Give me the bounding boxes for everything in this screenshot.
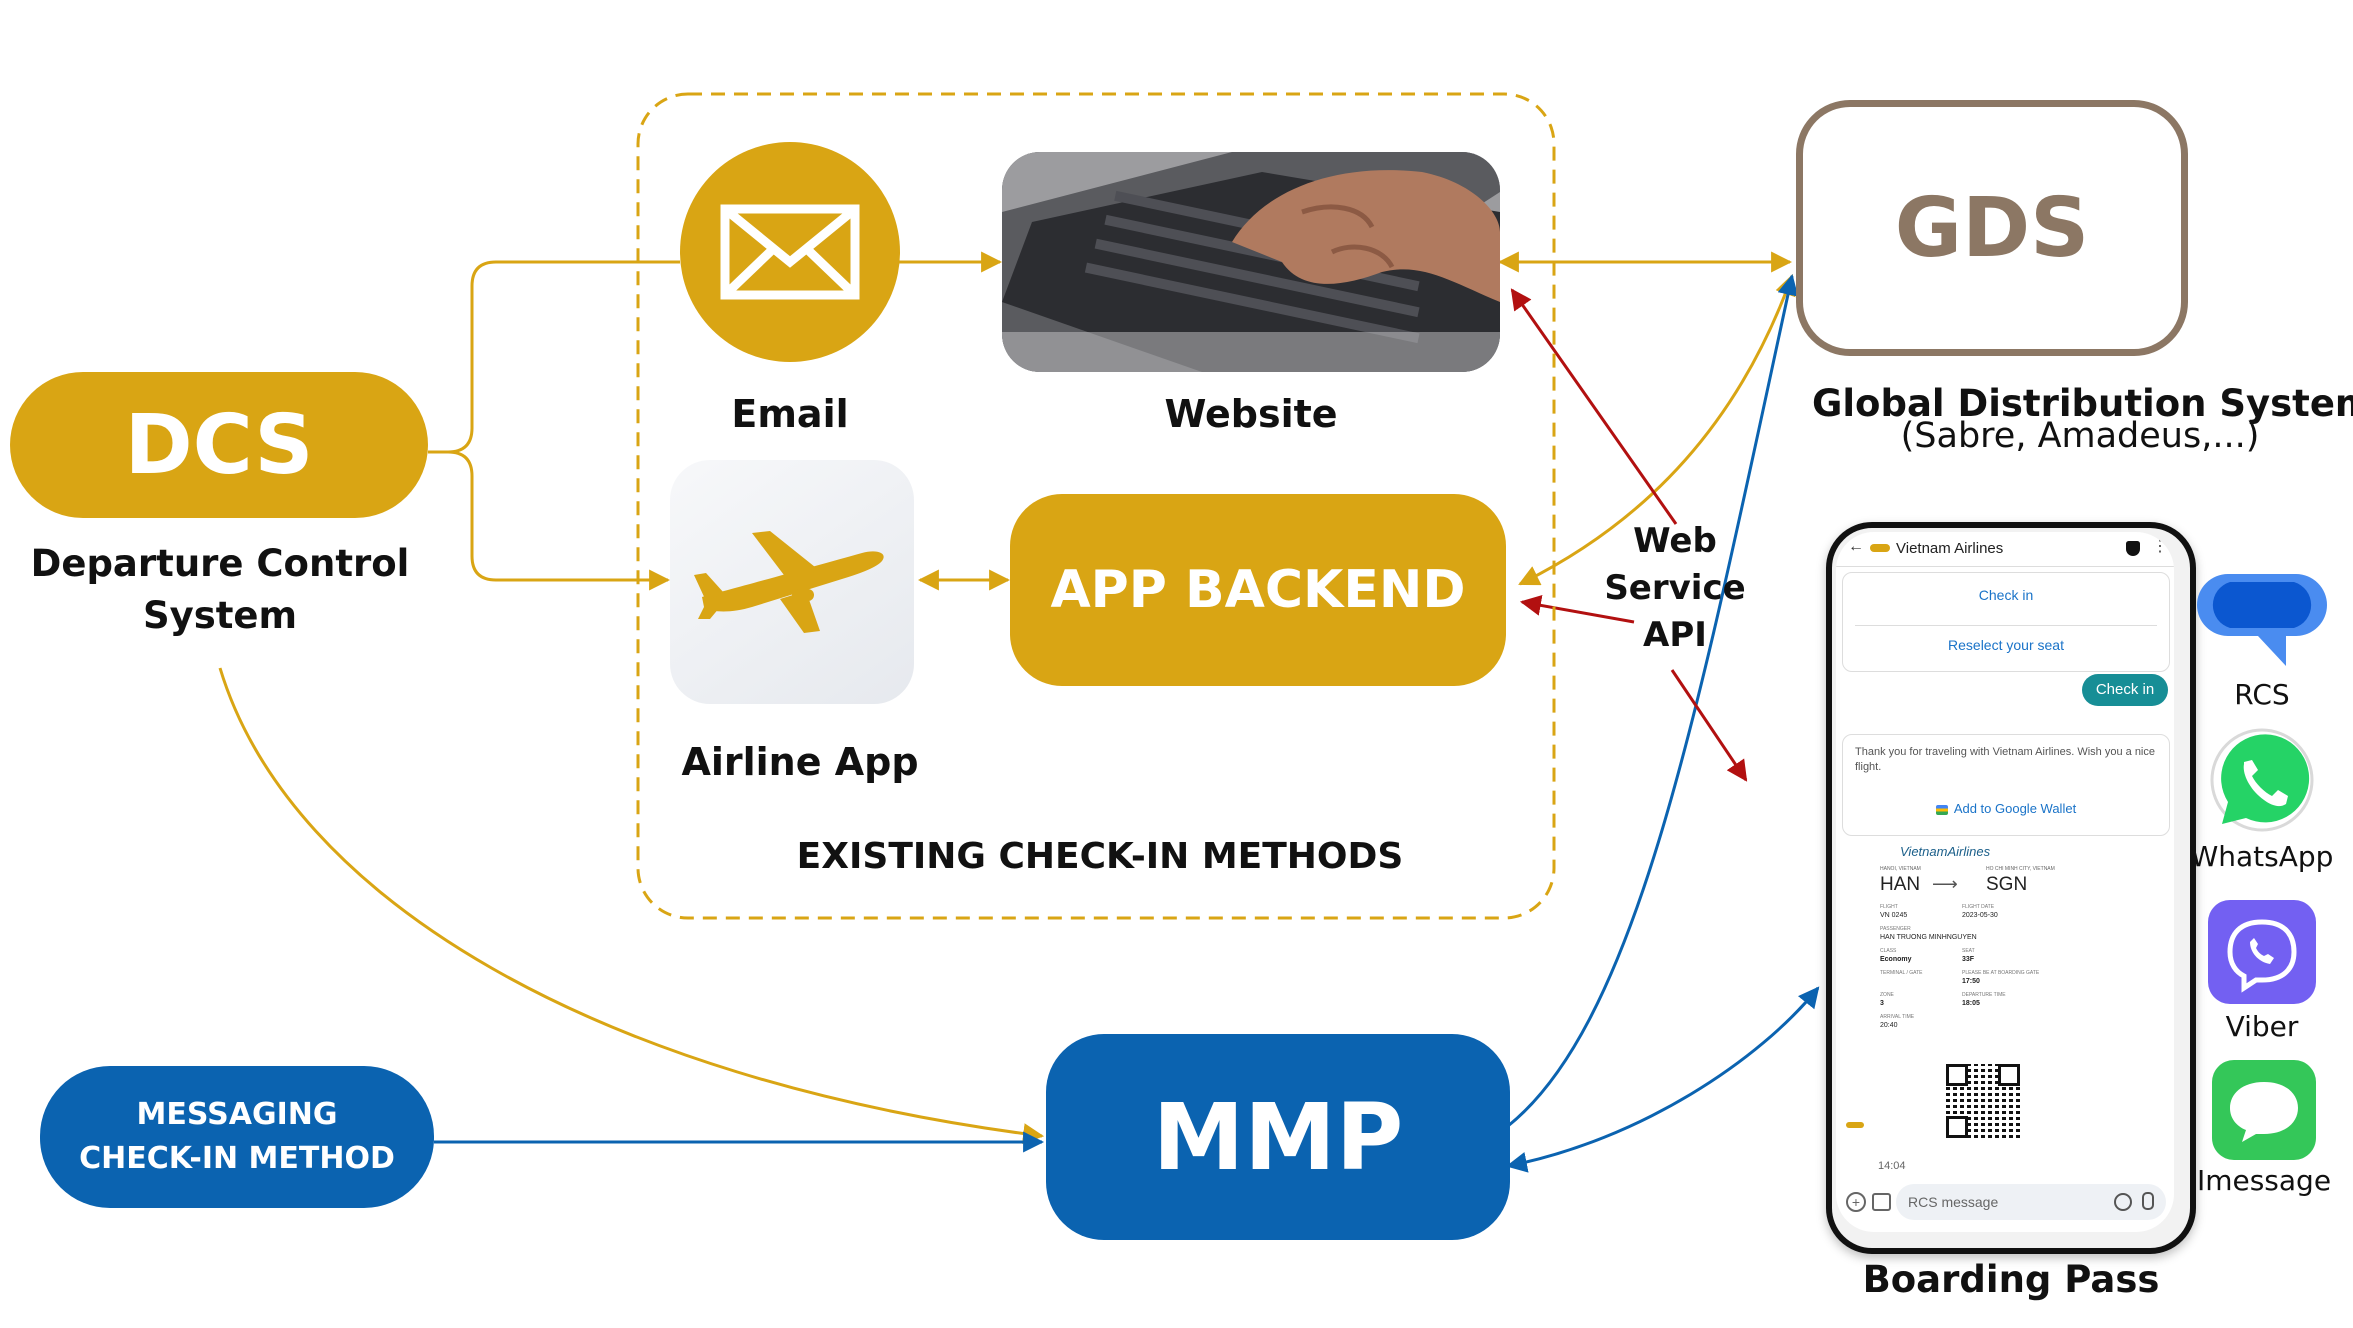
pass-from-code: HAN — [1880, 874, 1921, 895]
pass-class-label: CLASS — [1880, 948, 1897, 954]
dcs-branch-lines — [218, 251, 1796, 1145]
boarding-pass-label: Boarding Pass — [1862, 1258, 2160, 1301]
pass-arrow-icon: ⟶ — [1932, 874, 1958, 894]
airline-app-label: Airline App — [681, 740, 919, 784]
channel-rcs: RCS — [2196, 566, 2328, 716]
pass-to-code: SGN — [1986, 874, 2028, 895]
pass-arrival: 20:40 — [1880, 1022, 1898, 1029]
imessage-icon — [2212, 1060, 2316, 1160]
verified-shield-icon — [2126, 541, 2140, 556]
channel-whatsapp-label: WhatsApp — [2190, 840, 2334, 873]
whatsapp-icon — [2210, 728, 2314, 832]
check-in-bubble: Check in — [2082, 674, 2168, 706]
pass-to-label: HO CHI MINH CITY, VIETNAM — [1986, 866, 2055, 872]
rcs-icon — [2197, 574, 2327, 666]
airline-logo-icon — [1870, 544, 1890, 552]
pass-terminal-label: TERMINAL / GATE — [1880, 970, 1923, 976]
emoji-icon[interactable] — [2114, 1193, 2132, 1211]
pass-flight-label: FLIGHT — [1880, 904, 1898, 910]
mmp-label: MMP — [1152, 1083, 1404, 1191]
add-to-wallet-button[interactable]: Add to Google Wallet — [1843, 801, 2169, 816]
pass-boarding-label: PLEASE BE AT BOARDING GATE — [1962, 970, 2040, 976]
pass-seat: 33F — [1962, 956, 1975, 963]
option-check-in[interactable]: Check in — [1978, 587, 2034, 603]
pass-flight: VN 0245 — [1880, 912, 1908, 919]
pass-from-label: HANOI, VIETNAM — [1880, 866, 1921, 872]
chat-sender-logo-icon — [1846, 1122, 1864, 1128]
web-service-api-label: Web Service API — [1604, 521, 1746, 655]
thanks-text: Thank you for traveling with Vietnam Air… — [1855, 746, 2155, 773]
suggestion-card: Check in Reselect your seat — [1842, 572, 2170, 672]
phone-screen: ← Vietnam Airlines ⋮ Check in Reselect y… — [1836, 532, 2174, 1232]
website-label: Website — [1164, 392, 1338, 436]
gds-node: GDS — [1796, 100, 2188, 356]
pass-brand: VietnamAirlines — [1900, 844, 1991, 859]
dcs-subtitle: Departure Control System — [30, 542, 410, 637]
website-photo — [1002, 152, 1500, 372]
messaging-lines — [434, 273, 1820, 1173]
gds-title: GDS — [1894, 180, 2090, 276]
pass-departure-label: DEPARTURE TIME — [1962, 992, 2006, 998]
pass-departure: 18:05 — [1962, 1000, 1980, 1007]
message-time: 14:04 — [1878, 1160, 1906, 1172]
pass-zone-label: ZONE — [1880, 992, 1894, 998]
chat-header: ← Vietnam Airlines ⋮ — [1836, 532, 2174, 567]
microphone-icon[interactable] — [2142, 1192, 2154, 1210]
pass-boarding: 17:50 — [1962, 978, 1980, 985]
pass-class: Economy — [1880, 956, 1912, 963]
pass-arrival-label: ARRIVAL TIME — [1880, 1014, 1915, 1020]
airplane-icon — [694, 531, 884, 633]
message-input[interactable]: RCS message — [1896, 1184, 2166, 1220]
dcs-title: DCS — [124, 397, 314, 493]
boarding-pass-card: VietnamAirlines HANOI, VIETNAM HO CHI MI… — [1876, 838, 2116, 1154]
chat-title: Vietnam Airlines — [1896, 540, 2004, 557]
dcs-node: DCS — [10, 372, 428, 518]
gds-subtitle-providers: (Sabre, Amadeus,...) — [1900, 416, 2260, 456]
thanks-card: Thank you for traveling with Vietnam Air… — [1842, 734, 2170, 836]
messaging-checkin-node: MESSAGING CHECK-IN METHOD — [40, 1066, 434, 1208]
channel-rcs-label: RCS — [2234, 678, 2290, 711]
channel-viber-label: Viber — [2225, 1010, 2299, 1043]
back-arrow-icon[interactable]: ← — [1848, 538, 1864, 555]
gds-subtitle: Global Distribution System — [1812, 382, 2353, 425]
more-options-icon[interactable]: ⋮ — [2152, 538, 2168, 555]
wallet-icon — [1935, 804, 1948, 815]
channel-imessage: Imessage — [2196, 1058, 2332, 1218]
api-arrows — [1510, 288, 1748, 782]
existing-methods-label: EXISTING CHECK-IN METHODS — [796, 836, 1404, 877]
mmp-node: MMP — [1046, 1034, 1510, 1240]
app-backend-node: APP BACKEND — [1010, 494, 1506, 686]
message-input-placeholder: RCS message — [1908, 1194, 1999, 1210]
channel-viber: Viber — [2200, 898, 2324, 1048]
qr-corner-marks — [1946, 1064, 2020, 1138]
pass-date-label: FLIGHT DATE — [1962, 904, 1995, 910]
gallery-icon[interactable] — [1872, 1193, 1891, 1211]
pass-seat-label: SEAT — [1962, 948, 1975, 954]
channel-whatsapp: WhatsApp — [2191, 724, 2333, 884]
phone-mockup: ← Vietnam Airlines ⋮ Check in Reselect y… — [1826, 522, 2196, 1254]
option-reselect-seat[interactable]: Reselect your seat — [1948, 637, 2064, 653]
airline-app-node — [670, 460, 914, 704]
app-backend-label: APP BACKEND — [1050, 560, 1466, 620]
email-label: Email — [731, 392, 849, 436]
existing-methods-box — [636, 92, 1556, 920]
pass-zone: 3 — [1880, 1000, 1884, 1007]
option-divider — [1855, 625, 2157, 626]
channel-imessage-label: Imessage — [2196, 1164, 2332, 1197]
envelope-icon — [720, 204, 860, 300]
pass-passenger: HAN TRUONG MINHNGUYEN — [1880, 934, 1977, 941]
email-node — [680, 142, 900, 362]
pass-passenger-label: PASSENGER — [1880, 926, 1911, 932]
laptop-typing-photo — [1002, 152, 1500, 372]
pass-date: 2023-05-30 — [1962, 912, 1998, 919]
add-attachment-icon[interactable]: + — [1846, 1192, 1866, 1212]
viber-icon — [2208, 900, 2316, 1004]
